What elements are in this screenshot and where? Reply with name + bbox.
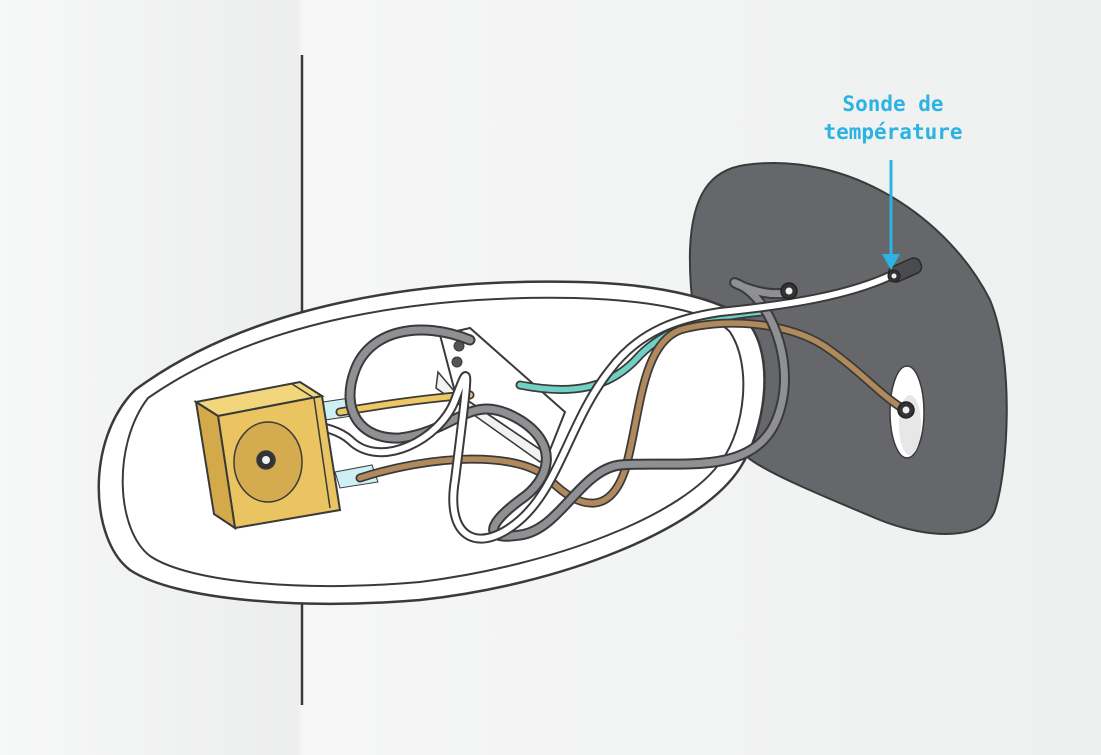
callout-label: Sonde de température [823, 92, 963, 144]
connector-icon [780, 282, 798, 300]
temperature-probe-icon [887, 257, 923, 283]
bracket-hole [451, 356, 463, 368]
terminal-block-icon [193, 380, 342, 531]
connector-icon [897, 401, 915, 419]
callout-arrow [882, 160, 900, 270]
wire-brown-core [357, 320, 908, 506]
